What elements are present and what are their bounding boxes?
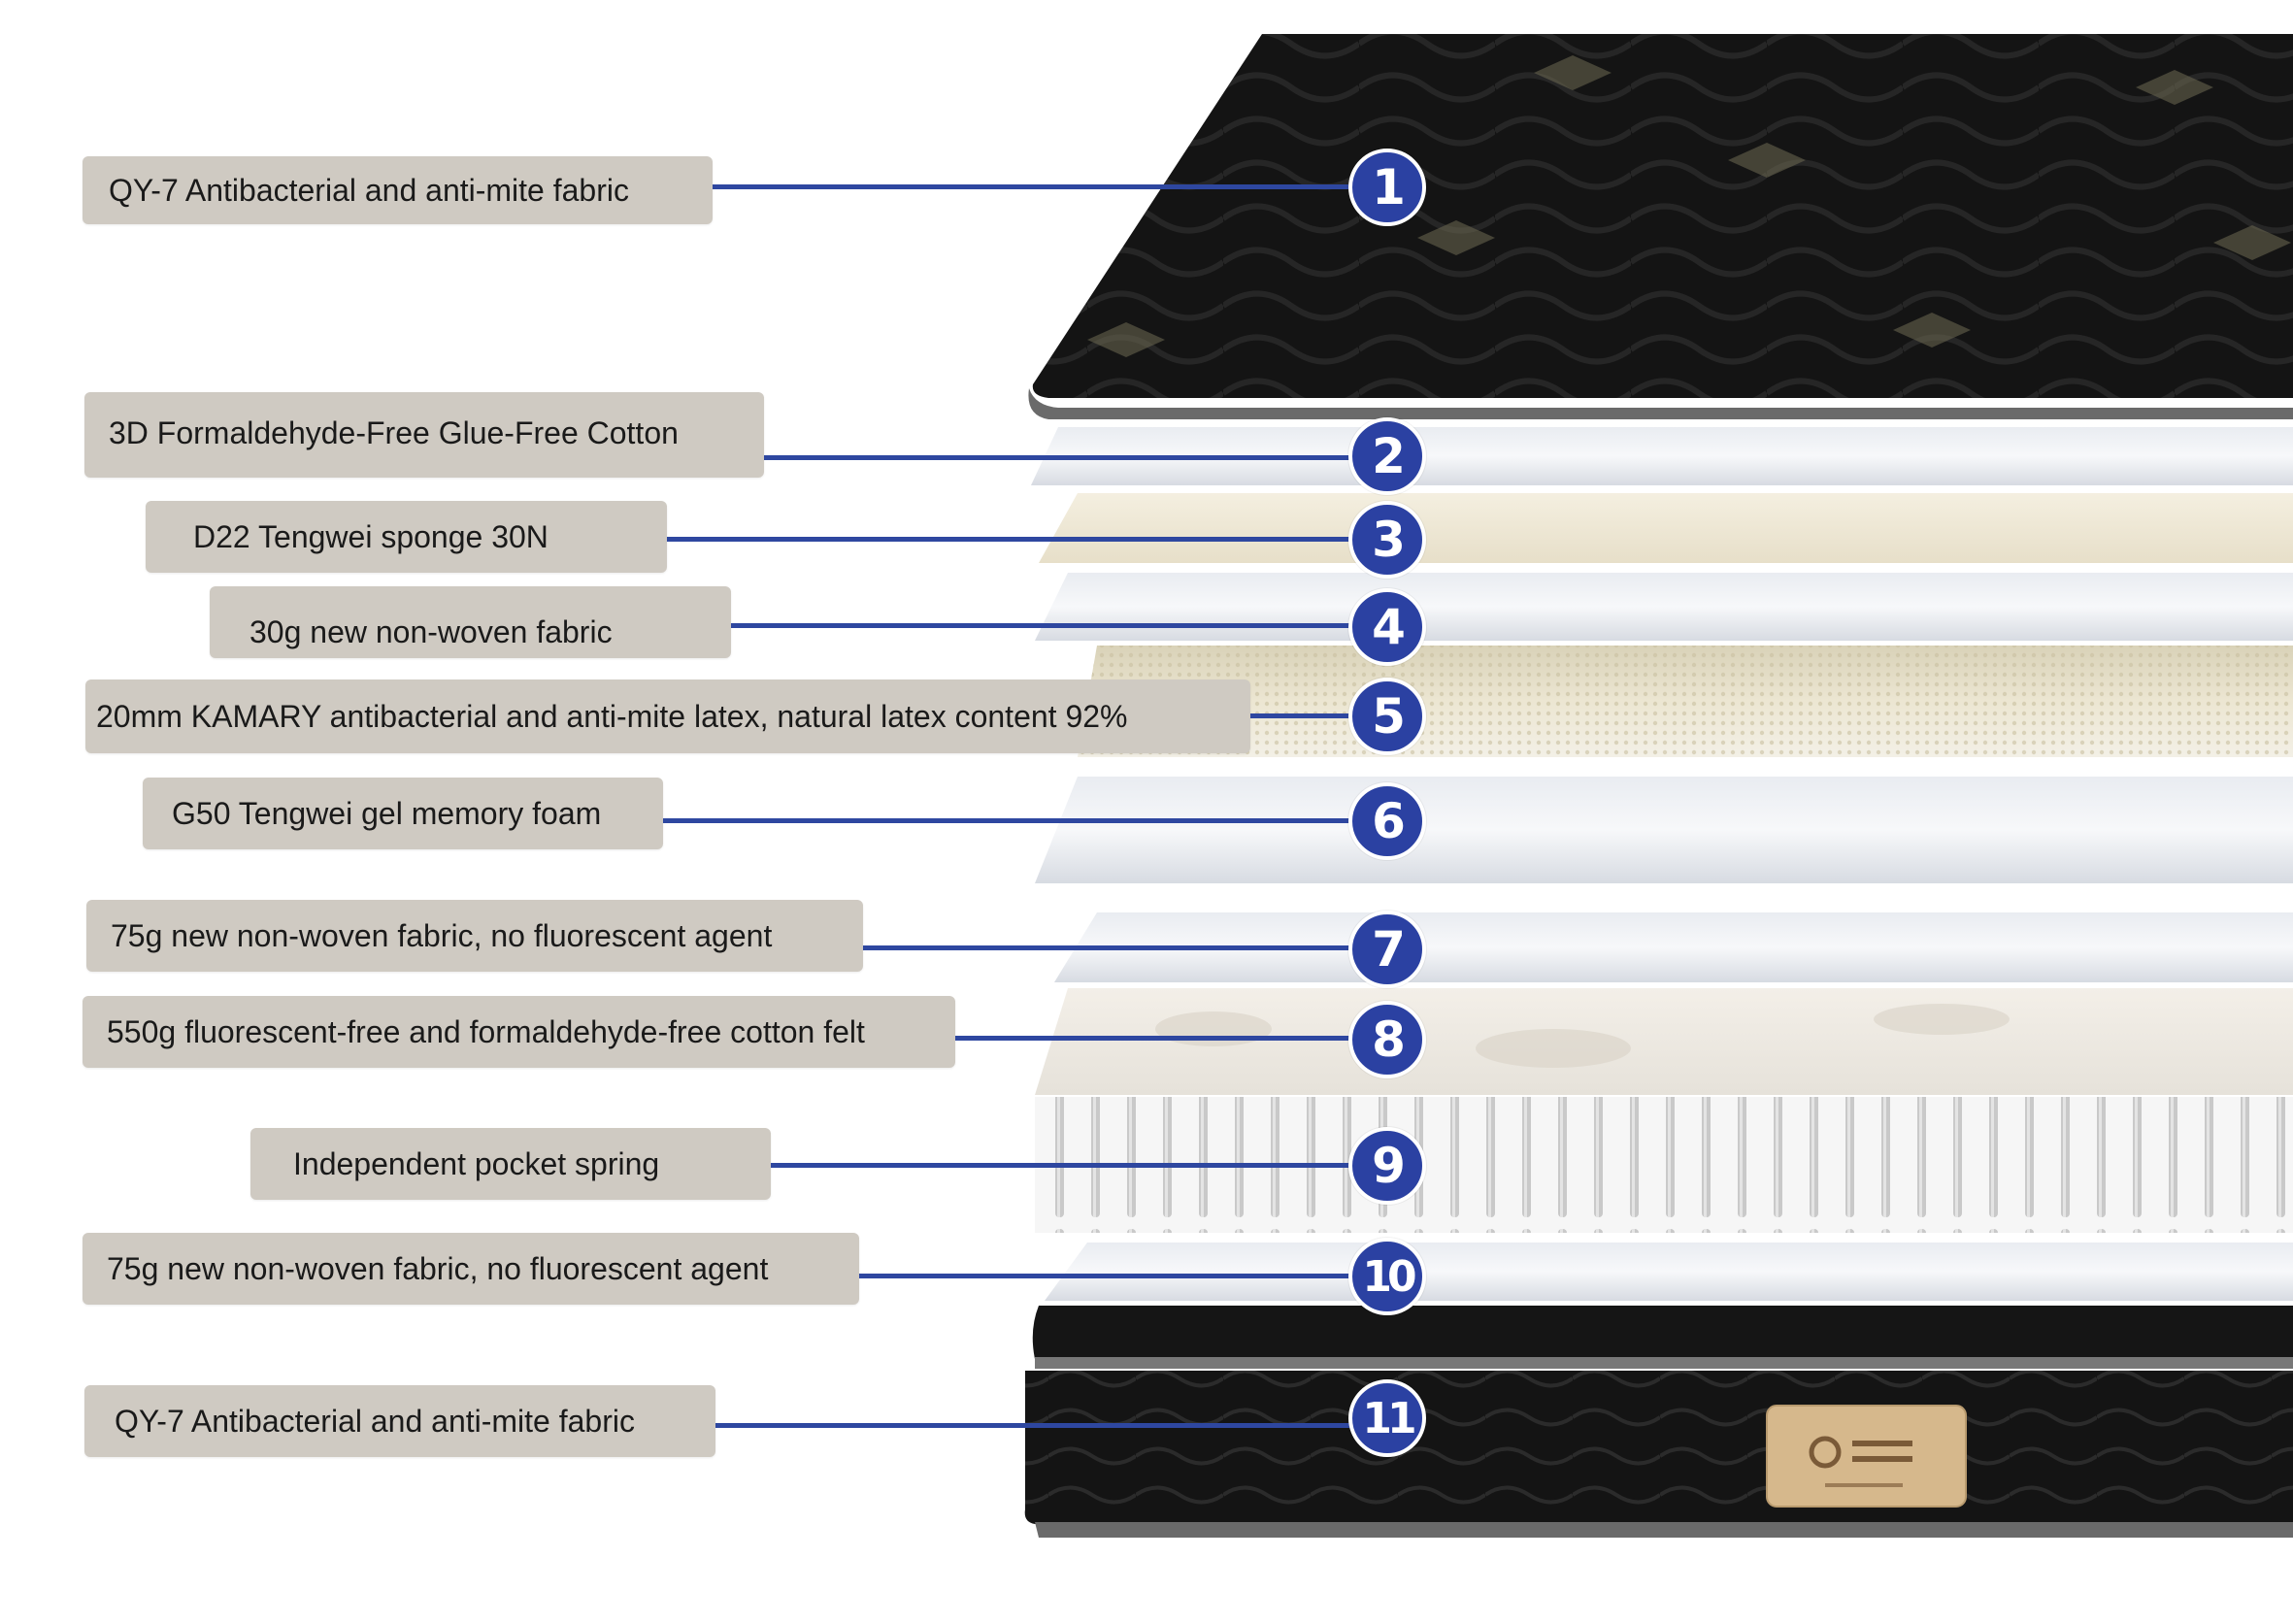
layer-connector bbox=[764, 455, 1395, 460]
layer-connector bbox=[663, 818, 1395, 823]
layer-connector bbox=[713, 184, 1392, 189]
layer-number-badge: 10 bbox=[1348, 1238, 1426, 1315]
layer-number-badge: 11 bbox=[1348, 1379, 1426, 1457]
layer-number-badge: 8 bbox=[1348, 1001, 1426, 1078]
layer-connector bbox=[667, 537, 1395, 542]
layer-label: 20mm KAMARY antibacterial and anti-mite … bbox=[85, 679, 1250, 753]
brand-logo-icon bbox=[1766, 1405, 1967, 1508]
layer-label: QY-7 Antibacterial and anti-mite fabric bbox=[83, 156, 713, 224]
layer-label: 3D Formaldehyde-Free Glue-Free Cotton bbox=[84, 392, 764, 478]
layer-number-badge: 6 bbox=[1348, 782, 1426, 860]
layer-number-badge: 5 bbox=[1348, 678, 1426, 755]
layer-label: QY-7 Antibacterial and anti-mite fabric bbox=[84, 1385, 715, 1457]
layer-label: Independent pocket spring bbox=[250, 1128, 771, 1200]
layer-number-badge: 4 bbox=[1348, 588, 1426, 666]
layer-number-badge: 7 bbox=[1348, 911, 1426, 988]
layer-label: 550g fluorescent-free and formaldehyde-f… bbox=[83, 996, 955, 1068]
layer-number-badge: 3 bbox=[1348, 501, 1426, 579]
layer-label: G50 Tengwei gel memory foam bbox=[143, 778, 663, 849]
layer-connector bbox=[1250, 713, 1395, 718]
layer-number-badge: 9 bbox=[1348, 1127, 1426, 1205]
layer-number-badge: 1 bbox=[1348, 149, 1426, 226]
layer-number-badge: 2 bbox=[1348, 417, 1426, 495]
layer-label: D22 Tengwei sponge 30N bbox=[146, 501, 667, 573]
layer-label: 75g new non-woven fabric, no fluorescent… bbox=[86, 900, 863, 972]
layer-connector bbox=[731, 623, 1395, 628]
layer-connector bbox=[771, 1163, 1395, 1168]
layer-connector bbox=[715, 1423, 1395, 1428]
layer-label: 30g new non-woven fabric bbox=[210, 586, 731, 658]
layer-label: 75g new non-woven fabric, no fluorescent… bbox=[83, 1233, 859, 1305]
layer-connector bbox=[955, 1036, 1395, 1041]
layer-connector bbox=[859, 1274, 1395, 1278]
layer-connector bbox=[863, 945, 1395, 950]
